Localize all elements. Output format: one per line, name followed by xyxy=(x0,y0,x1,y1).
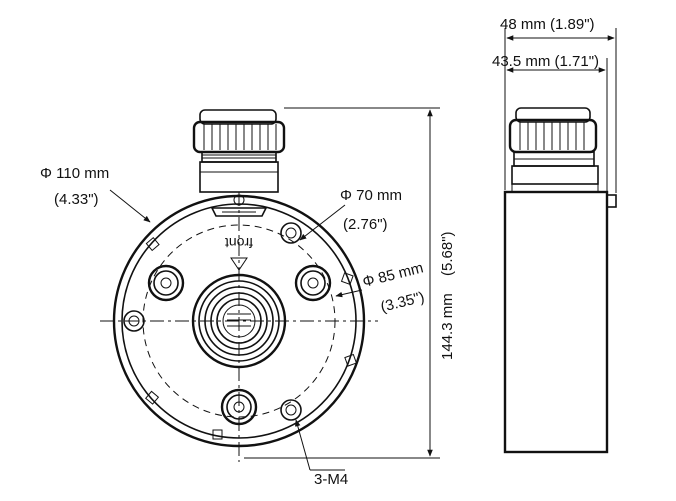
center-conduit xyxy=(191,273,287,369)
mount-hole-left xyxy=(123,310,145,332)
side-body xyxy=(503,190,609,454)
rim-tabs xyxy=(145,237,358,440)
side-tab xyxy=(606,194,617,208)
mount-hole-bottom-right xyxy=(280,399,302,421)
screw-boss-left xyxy=(147,264,185,302)
outer-diameter-mm: Φ 110 mm xyxy=(40,165,109,182)
screw-spec: 3-M4 xyxy=(314,471,348,488)
top-clip xyxy=(210,194,268,217)
body-depth: 43.5 mm (1.71") xyxy=(492,53,599,70)
outer-diameter-in: (4.33") xyxy=(54,191,99,208)
front-arrow-icon xyxy=(230,257,248,271)
front-view: front xyxy=(40,107,456,488)
total-depth: 48 mm (1.89") xyxy=(500,16,595,33)
side-view: 48 mm (1.89") 43.5 mm (1.71") xyxy=(492,16,617,454)
front-mark: front xyxy=(225,235,253,251)
inner-diameter-mm: Φ 70 mm xyxy=(340,187,402,204)
mid-diameter-mm: Φ 85 mm xyxy=(361,259,425,290)
cable-gland xyxy=(192,109,286,193)
screw-boss-right xyxy=(294,264,332,302)
mid-diameter-in: (3.35") xyxy=(379,289,426,316)
screw-boss-bottom xyxy=(220,388,258,426)
mount-hole-top-right xyxy=(280,222,302,244)
inner-diameter-in: (2.76") xyxy=(343,216,388,233)
height-mm: 144.3 mm xyxy=(439,293,456,360)
height-in: (5.68") xyxy=(439,231,456,276)
